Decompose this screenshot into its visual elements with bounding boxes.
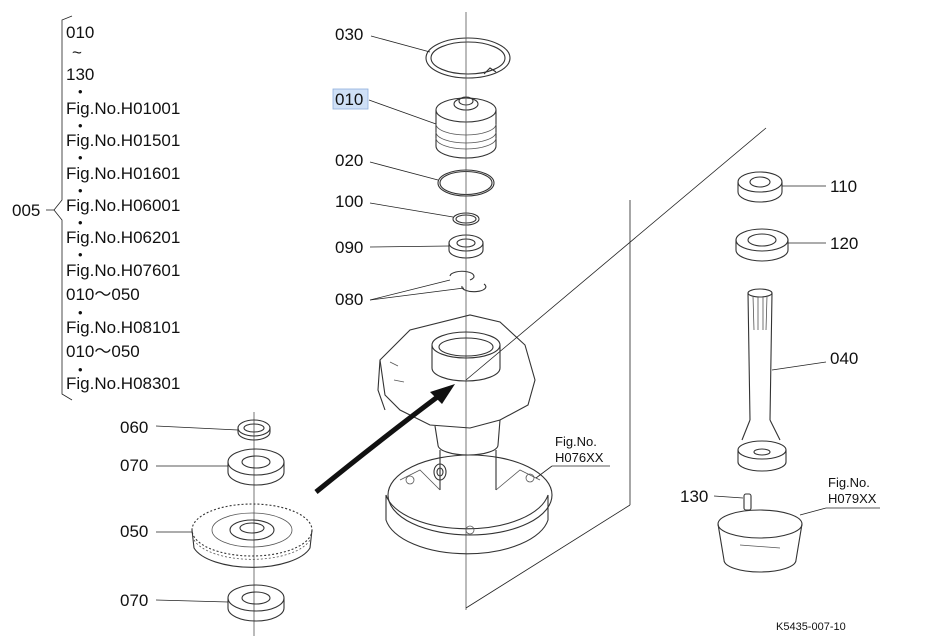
- pin-130: [743, 493, 752, 511]
- group-separator: •: [78, 215, 83, 230]
- group-bracket: [46, 15, 73, 401]
- bearing-070-upper: [227, 448, 285, 486]
- callout-070-upper[interactable]: 070: [120, 456, 148, 475]
- group-separator: •: [78, 183, 83, 198]
- ref-h079-line2[interactable]: H079XX: [828, 491, 877, 506]
- group-separator: •: [78, 118, 83, 133]
- circlips-080: [449, 270, 487, 293]
- group-line[interactable]: Fig.No.H01501: [66, 131, 180, 150]
- callout-040[interactable]: 040: [830, 349, 858, 368]
- group-separator: •: [78, 247, 83, 262]
- group-line[interactable]: Fig.No.H01001: [66, 99, 180, 118]
- callout-120[interactable]: 120: [830, 234, 858, 253]
- group-line[interactable]: Fig.No.H06001: [66, 196, 180, 215]
- shaft-040: [737, 288, 787, 472]
- group-list: 010 ~ 130 • Fig.No.H01001 • Fig.No.H0150…: [66, 23, 180, 393]
- group-line[interactable]: Fig.No.H08101: [66, 318, 180, 337]
- ring-060: [237, 419, 271, 441]
- bearing-110: [737, 171, 783, 203]
- callout-090[interactable]: 090: [335, 238, 363, 257]
- callout-130[interactable]: 130: [680, 487, 708, 506]
- group-separator: •: [78, 362, 83, 377]
- ref-h079-line1[interactable]: Fig.No.: [828, 475, 870, 490]
- group-line: ~: [72, 43, 82, 62]
- snap-ring-030: [425, 37, 511, 79]
- callout-050[interactable]: 050: [120, 522, 148, 541]
- group-separator: •: [78, 305, 83, 320]
- callout-020[interactable]: 020: [335, 151, 363, 170]
- group-line: 010～050: [66, 285, 140, 304]
- group-separator: •: [78, 150, 83, 165]
- group-line[interactable]: Fig.No.H07601: [66, 261, 180, 280]
- gear-050: [191, 503, 313, 568]
- gear-case-housing: [377, 314, 553, 555]
- group-line[interactable]: Fig.No.H01601: [66, 164, 180, 183]
- callout-030[interactable]: 030: [335, 25, 363, 44]
- assembly-arrow: [314, 384, 455, 494]
- group-line[interactable]: 130: [66, 65, 94, 84]
- group-label: 005: [12, 201, 40, 220]
- group-line: 010～050: [66, 342, 140, 361]
- callout-080[interactable]: 080: [335, 290, 363, 309]
- cup-h079: [717, 509, 803, 573]
- callout-highlight: [332, 88, 369, 110]
- group-line[interactable]: Fig.No.H06201: [66, 228, 180, 247]
- group-line[interactable]: Fig.No.H08301: [66, 374, 180, 393]
- callout-110[interactable]: 110: [830, 177, 857, 196]
- callout-060[interactable]: 060: [120, 418, 148, 437]
- drawing-code: K5435-007-10: [776, 621, 846, 633]
- group-separator: •: [78, 84, 83, 99]
- bearing-070-lower: [227, 584, 285, 622]
- ref-h076-line2[interactable]: H076XX: [555, 450, 604, 465]
- callout-070-lower[interactable]: 070: [120, 591, 148, 610]
- group-line[interactable]: 010: [66, 23, 94, 42]
- callout-010[interactable]: 010: [335, 90, 363, 109]
- ref-h076-line1[interactable]: Fig.No.: [555, 434, 597, 449]
- subassembly-frame: [465, 127, 767, 609]
- bearing-120: [735, 228, 789, 262]
- callout-100[interactable]: 100: [335, 192, 363, 211]
